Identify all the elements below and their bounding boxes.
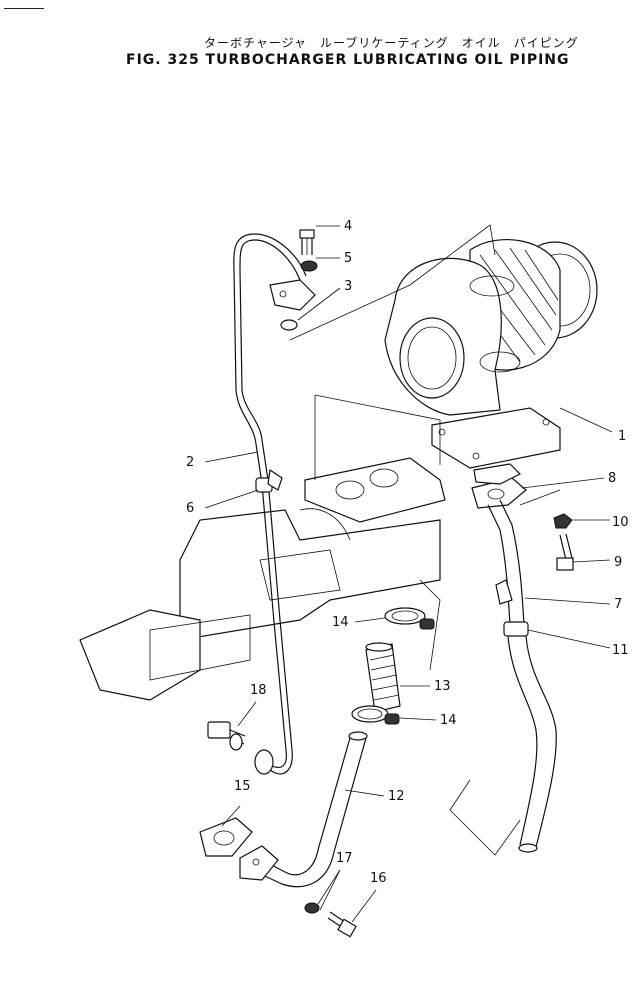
nut-10 xyxy=(553,513,573,529)
o-ring-3 xyxy=(280,319,298,331)
bolt-4 xyxy=(299,229,315,255)
oil-inlet-tube xyxy=(233,233,316,775)
callout-8: 8 xyxy=(608,471,616,486)
oil-drain-tube xyxy=(487,499,525,626)
washer-5 xyxy=(300,260,318,272)
clamp-14-lower xyxy=(351,705,400,725)
callout-7: 7 xyxy=(614,597,622,612)
gasket-8 xyxy=(471,463,527,509)
figure-title-english: FIG. 325 TURBOCHARGER LUBRICATING OIL PI… xyxy=(126,52,570,68)
connector-18 xyxy=(207,721,246,751)
washer-17 xyxy=(304,902,320,914)
callout-5: 5 xyxy=(344,251,352,266)
callout-1: 1 xyxy=(618,429,626,444)
callout-leaders xyxy=(204,225,613,923)
callout-12: 12 xyxy=(388,789,405,804)
leader-bracket-lines xyxy=(289,224,561,911)
callout-6: 6 xyxy=(186,501,194,516)
callout-10: 10 xyxy=(612,515,629,530)
callout-15: 15 xyxy=(234,779,251,794)
callout-18: 18 xyxy=(250,683,267,698)
callout-9: 9 xyxy=(614,555,622,570)
gasket-15 xyxy=(199,817,253,857)
filter-element-13 xyxy=(365,642,401,713)
callout-17: 17 xyxy=(336,851,353,866)
callout-3: 3 xyxy=(344,279,352,294)
callout-11: 11 xyxy=(612,643,629,658)
exhaust-manifold xyxy=(79,457,446,701)
callout-14-upper: 14 xyxy=(332,615,349,630)
bolt-9 xyxy=(556,533,574,571)
callout-2: 2 xyxy=(186,455,194,470)
corner-mark xyxy=(4,8,44,9)
callout-13: 13 xyxy=(434,679,451,694)
clamp-14-upper xyxy=(384,607,435,630)
callout-4: 4 xyxy=(344,219,352,234)
turbocharger xyxy=(384,239,598,469)
callout-14-lower: 14 xyxy=(440,713,457,728)
callout-16: 16 xyxy=(370,871,387,886)
figure-title-japanese: ターボチャージャ ルーブリケーティング オイル パイピング xyxy=(204,36,579,50)
drain-hose-11 xyxy=(503,621,557,853)
tube-12 xyxy=(239,731,368,888)
bolt-16 xyxy=(327,911,357,938)
